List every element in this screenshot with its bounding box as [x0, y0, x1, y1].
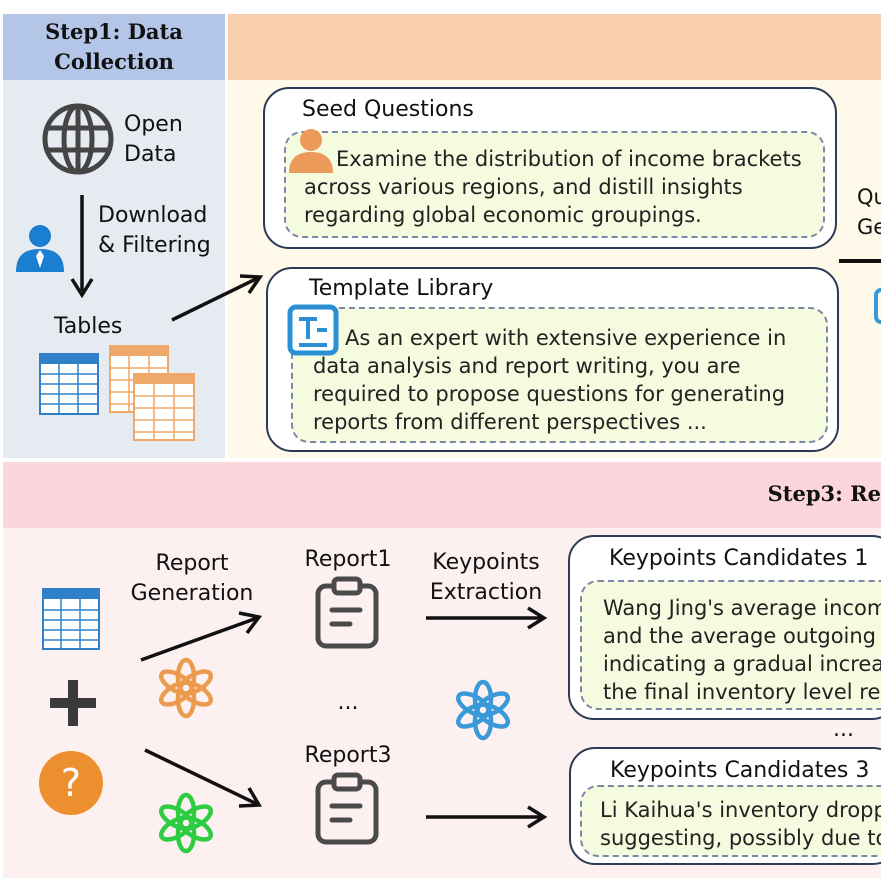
report-generation-label: Report Generation — [130, 551, 254, 606]
arrow-to-candidates3 — [426, 805, 548, 829]
candidates3-box — [580, 785, 881, 857]
step2-header — [228, 14, 881, 80]
reports-ellipsis: ... — [337, 690, 359, 715]
tables-label: Tables — [54, 314, 123, 339]
arrow-to-report3 — [144, 748, 262, 808]
partial-openai-icon — [874, 288, 881, 324]
tables-to-template-arrow — [171, 274, 264, 322]
table-icon — [42, 588, 100, 650]
candidates1-title: Keypoints Candidates 1 — [609, 546, 869, 571]
candidates1-text: Wang Jing's average incom and the averag… — [603, 596, 881, 704]
tables-icon — [39, 345, 195, 441]
keypoints-extraction-label: Keypoints Extraction — [429, 550, 543, 605]
question-generation-label: Qu Gen — [857, 185, 881, 239]
person-icon — [289, 129, 333, 173]
arrow-to-report1 — [140, 611, 263, 662]
report1-label: Report1 — [304, 547, 392, 572]
question-icon: ? — [39, 751, 103, 815]
report3-label: Report3 — [304, 743, 392, 768]
table-blue — [39, 353, 99, 415]
plus-icon — [50, 680, 96, 726]
step3-header — [3, 462, 881, 528]
seed-questions-box — [284, 131, 825, 238]
clipboard-icon-report3 — [315, 772, 379, 845]
template-icon — [287, 304, 339, 356]
step3-title: Step3: Re — [767, 481, 881, 506]
candidates3-title: Keypoints Candidates 3 — [610, 758, 870, 783]
open-data-label: Open Data — [124, 112, 183, 167]
user-icon — [16, 225, 64, 272]
openai-orange-icon — [158, 657, 214, 719]
download-filtering-label: Download & Filtering — [98, 203, 211, 258]
down-arrow — [70, 195, 94, 299]
candidates3-text: Li Kaihua's inventory dropp suggesting, … — [600, 798, 881, 850]
arrow-to-candidates1 — [426, 606, 548, 630]
template-library-title: Template Library — [309, 276, 494, 301]
globe-icon — [42, 103, 114, 175]
seed-questions-title: Seed Questions — [302, 97, 474, 122]
question-generation-line — [839, 259, 881, 263]
openai-green-icon — [158, 792, 214, 854]
table-orange-front — [133, 373, 195, 441]
seed-questions-text: Examine the distribution of income brack… — [304, 147, 802, 227]
template-library-box — [291, 307, 828, 443]
candidates1-box — [580, 580, 881, 710]
step1-title: Step1: Data Collection — [3, 14, 225, 80]
template-library-text: As an expert with extensive experience i… — [313, 326, 787, 434]
candidates-ellipsis: ... — [833, 717, 854, 742]
svg-text:?: ? — [61, 761, 81, 805]
openai-blue-icon — [455, 679, 511, 741]
clipboard-icon-report1 — [315, 576, 379, 649]
